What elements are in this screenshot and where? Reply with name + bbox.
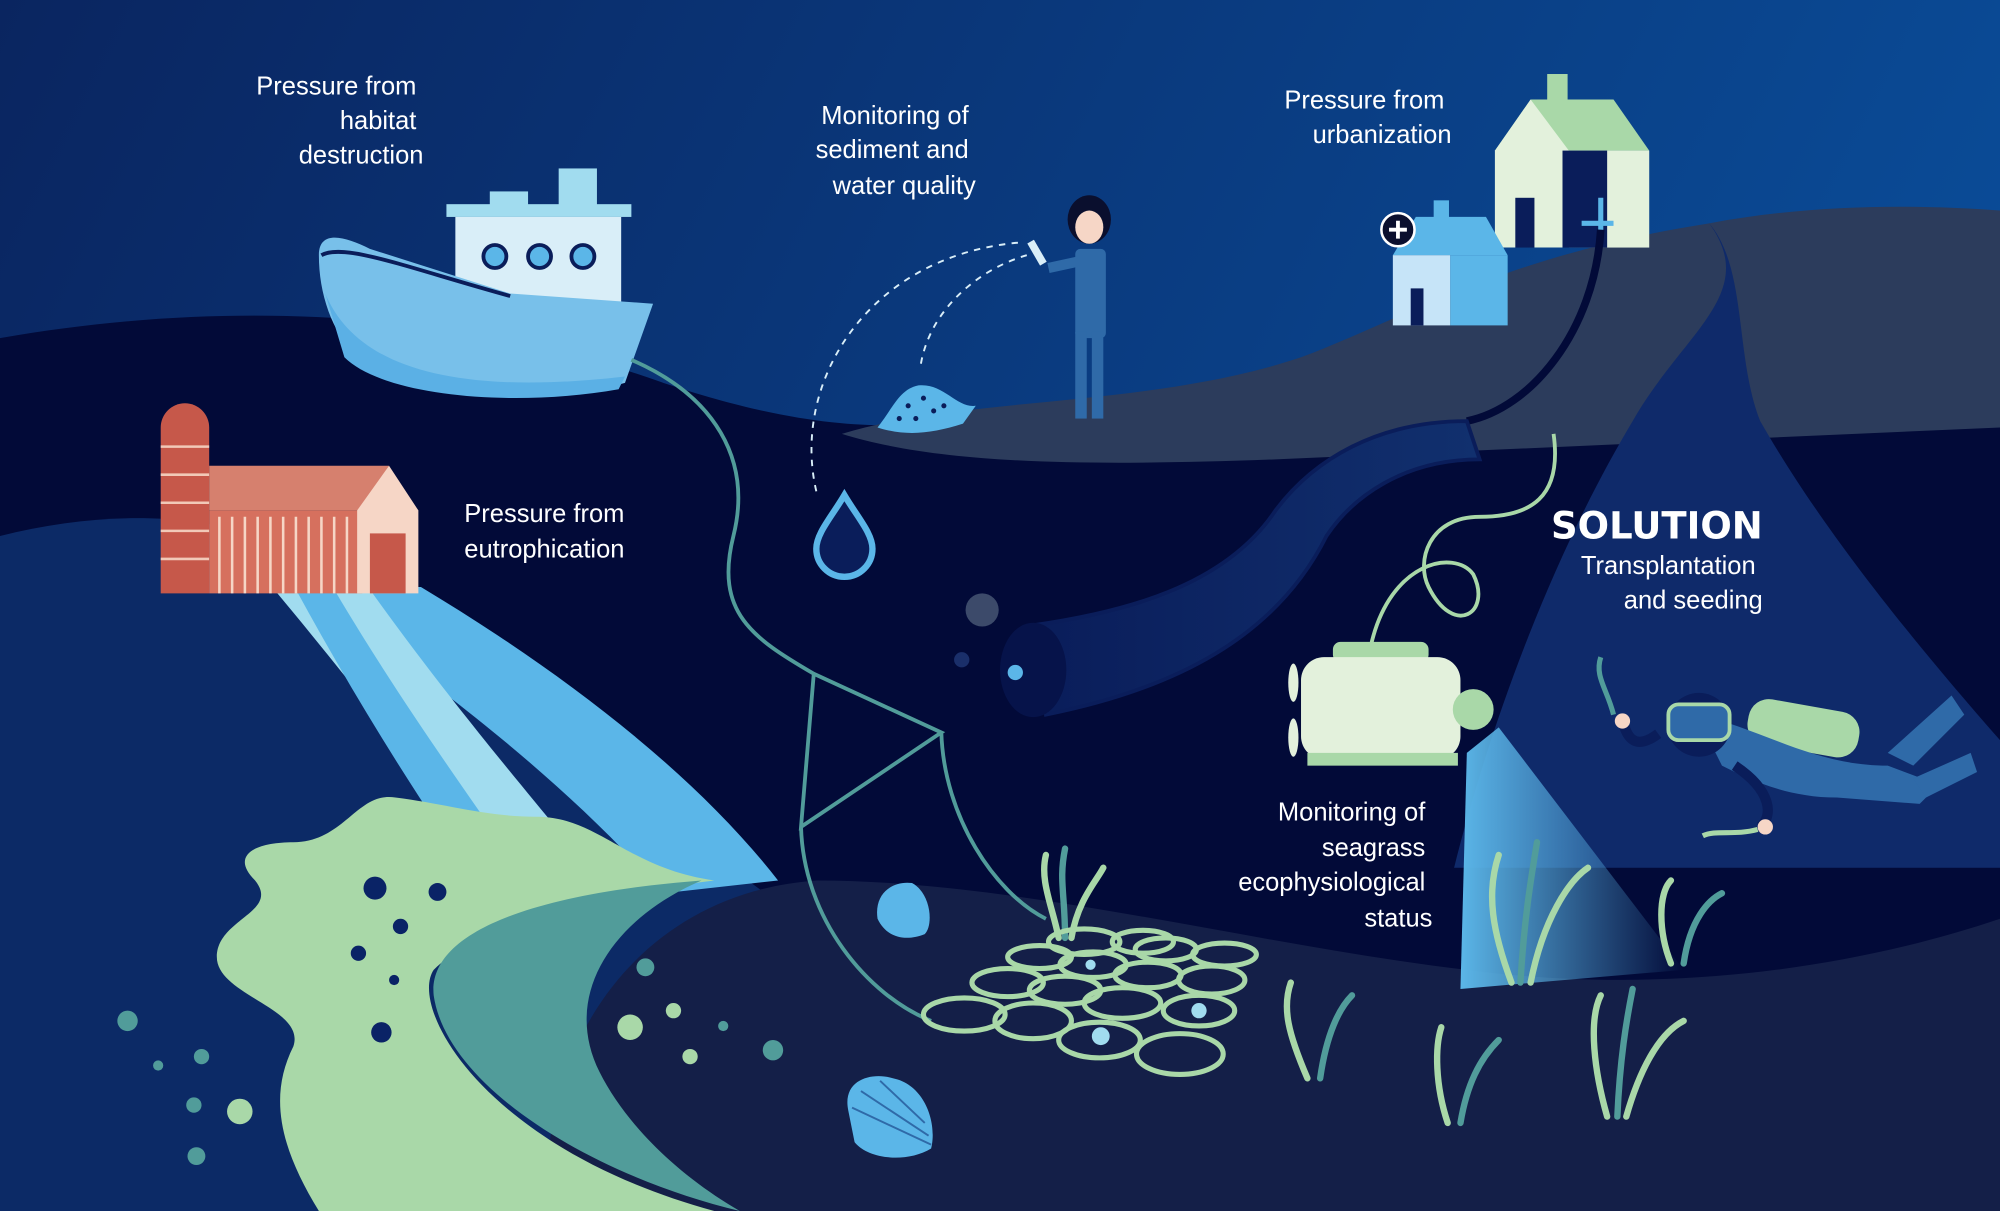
runoff-stream [267,586,779,894]
label-line: urbanization [1313,121,1452,149]
water-drop-icon [813,488,876,580]
label-line: Transplantation [1581,552,1756,580]
label-line: destruction [299,141,424,169]
label-line: eutrophication [464,536,624,564]
label-sediment-monitoring: Monitoring of sediment and water quality [816,102,976,200]
bubble [965,593,999,627]
label-line: Monitoring of [821,102,969,130]
pipe-light [1007,664,1023,681]
farm-barn-icon [160,403,419,594]
scallop-shell-icon [847,882,933,1158]
label-line: water quality [832,172,976,200]
seeding-mats [920,926,1259,1078]
label-line: habitat [340,107,417,135]
bubbles-green [117,958,784,1166]
label-seagrass-monitoring: Monitoring of seagrass ecophysiological … [1238,799,1432,933]
teal-coast [433,880,740,1211]
scuba-diver-icon [1596,656,1978,839]
seeds [1085,959,1207,1046]
label-habitat-destruction: Pressure from habitat destruction [256,72,423,169]
label-line: sediment and [816,136,969,164]
trench [1454,223,2000,868]
fishing-net-line [630,358,1047,1023]
pipe-opening [1000,622,1067,718]
label-line: status [1364,904,1432,932]
label-line: Pressure from [1284,86,1444,114]
rov-tether [1369,433,1557,645]
label-line: and seeding [1624,587,1763,615]
pebbles [350,876,447,1043]
label-line: Pressure from [464,500,624,528]
label-line: Pressure from [256,72,416,100]
hospital-icon [1380,200,1508,326]
sewage-pipe-icon [1030,419,1483,717]
solution-title: SOLUTION [1551,504,1763,547]
underwater-rov-icon [1288,641,1494,766]
rov-light-beam [1460,727,1684,989]
label-line: Monitoring of [1278,799,1426,827]
label-solution: Transplantation and seeding [1581,552,1763,614]
outflow-pipe-line [1466,229,1605,425]
label-line: seagrass [1322,834,1425,862]
researcher-figure-icon [810,195,1111,492]
fishing-boat-icon [318,168,654,398]
label-urbanization: Pressure from urbanization [1284,86,1451,148]
label-line: ecophysiological [1238,869,1425,897]
label-eutrophication: Pressure from eutrophication [464,500,631,564]
bubble [954,652,970,668]
house-icon [1494,74,1650,248]
